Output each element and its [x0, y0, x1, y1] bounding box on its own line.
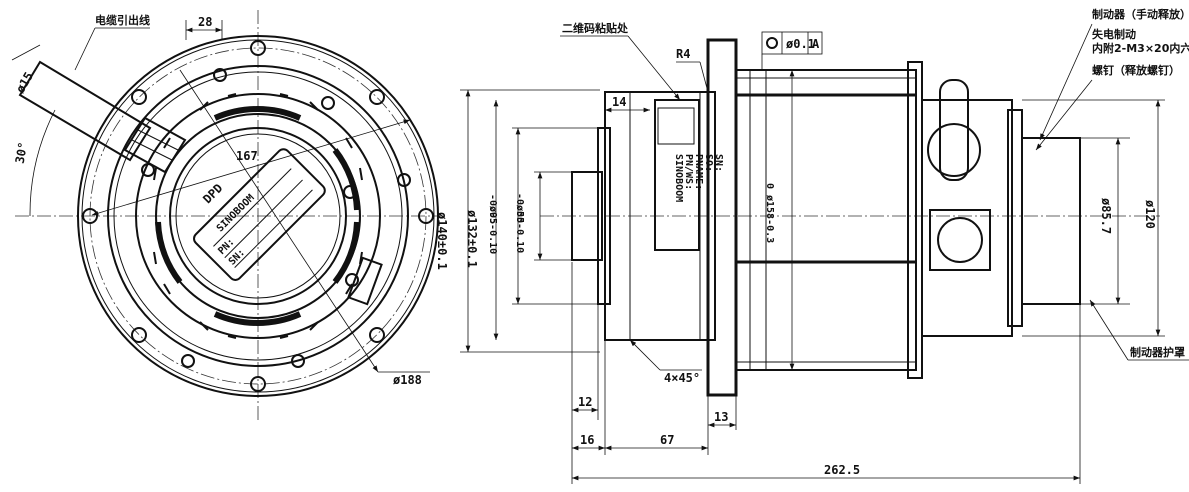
cable-gland: [18, 60, 187, 174]
dim-12: 12: [578, 395, 592, 409]
qr-card-line-1: SINOBOOM: [673, 154, 684, 202]
outer-flange-circle: [77, 35, 439, 397]
dim-50-tol: -0.05: [514, 193, 525, 223]
dim-262-5: 262.5: [824, 463, 860, 477]
qr-card-line-3: PNAME:: [693, 154, 704, 190]
brake-note-3: 螺钉（释放螺钉）: [1092, 63, 1180, 77]
gdt-value: ø0.1: [786, 37, 815, 51]
guard-label: 制动器护罩: [1130, 345, 1185, 359]
brake-label: 制动器（手动释放）: [1092, 7, 1189, 21]
r4-label: R4: [676, 47, 690, 61]
dim-95: ø95-0.10: [487, 206, 498, 254]
dim-85-7: ø85.7: [1099, 198, 1113, 234]
brake-plate: [1007, 109, 1023, 327]
qr-code: [657, 107, 695, 145]
dim-67: 67: [660, 433, 674, 447]
nameplate: SINOBOOM PN: SN:: [193, 148, 326, 281]
plate-brand-text: SINOBOOM: [215, 193, 257, 235]
dim-140: ø140±0.1: [435, 212, 449, 270]
dim-30-degree: 30°: [13, 141, 31, 165]
dim-16: 16: [580, 433, 594, 447]
bolt-circle-centerline: [89, 47, 427, 385]
output-pilot: [571, 171, 603, 261]
motor-body: [735, 69, 917, 371]
qr-card-line-5: SN:: [713, 154, 724, 172]
brake-note-2: 内附2-M3×20内六角: [1092, 41, 1189, 55]
body-ring-outer: [107, 65, 409, 367]
qr-label: 二维码粘贴处: [562, 21, 629, 35]
chamfer-label: 4×45°: [664, 371, 700, 385]
side-connector: [347, 256, 383, 306]
dim-14: 14: [612, 95, 626, 109]
slot-ring-outer: [135, 93, 381, 339]
connector-port: [937, 217, 983, 263]
mounting-flange: [706, 38, 738, 397]
gdt-datum: A: [812, 37, 820, 51]
handle-knob: [927, 123, 981, 177]
qr-card-line-2: PN/WS:: [683, 154, 694, 190]
dim-28: 28: [198, 15, 212, 29]
dim-158-tol: 0: [764, 183, 775, 189]
front-view: SINOBOOM PN: SN: DPD 28 电缆引出线 ø15 30°: [11, 10, 445, 420]
qr-sticker-area: [654, 99, 700, 251]
dim-158: ø158-0.3: [764, 195, 775, 243]
plate-logo-text: DPD: [200, 181, 225, 206]
body-ring-inner: [113, 71, 403, 361]
connector-block: [929, 209, 991, 271]
dim-167: 167: [236, 149, 258, 163]
cable-outlet-label: 电缆引出线: [95, 13, 150, 27]
brake-cover: [1021, 137, 1081, 305]
brake-note-1: 失电制动: [1092, 27, 1136, 41]
side-view: SINOBOOM PN/WS: PNAME: SO: SN: 二维码粘贴处 R4: [435, 7, 1189, 484]
dim-50: ø50-0.10: [514, 205, 525, 253]
dim-132: ø132±0.1: [465, 210, 479, 268]
qr-card-line-4: SO:: [703, 154, 714, 172]
front-housing: [604, 91, 716, 341]
release-handle: [939, 79, 969, 181]
slot-ring-inner: [155, 113, 361, 319]
dim-120: ø120: [1143, 200, 1157, 229]
dim-95-tol: -0.05: [487, 194, 498, 224]
gdt-frame: ø0.1 A: [761, 31, 823, 70]
dim-188: ø188: [393, 373, 422, 387]
dim-13: 13: [714, 410, 728, 424]
mounting-holes: [82, 40, 434, 392]
